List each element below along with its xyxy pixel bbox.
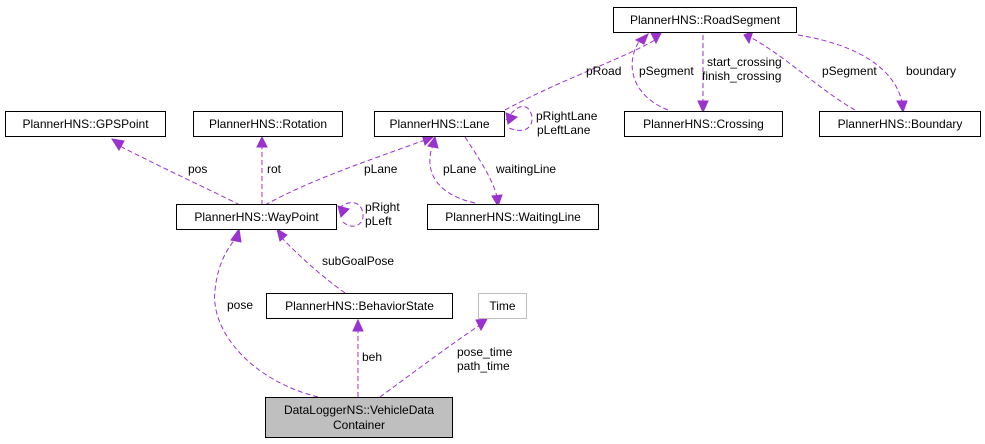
edge-arrowhead [491,194,503,208]
edge-line [505,106,533,131]
edge-label-waiting-line: waitingLine [495,162,556,176]
edge-roadsegment-boundary [797,34,908,114]
edge-label-proad: pRoad [586,64,621,78]
edge-arrowhead [276,227,288,242]
node-waypoint[interactable]: PlannerHNS::WayPoint [176,204,337,230]
edge-line [117,144,241,206]
edge-arrowhead [110,138,125,151]
edge-label-start-crossing: start_crossing [707,55,782,69]
edge-crossing-roadsegment [631,32,669,111]
node-label: PlannerHNS::Lane [389,117,489,131]
edge-label-plane-waypoint: pLane [364,162,398,176]
edge-label-pright: pRight [365,200,400,214]
node-label: PlannerHNS::WayPoint [194,210,319,224]
edge-waypoint-gpspoint [110,138,241,206]
edge-label-psegment-crossing: pSegment [639,64,694,78]
node-label: PlannerHNS::GPSPoint [22,117,149,131]
edge-arrowhead [505,112,519,125]
edge-label-plane-waiting: pLane [443,162,477,176]
edge-arrowhead [230,227,242,243]
node-crossing[interactable]: PlannerHNS::Crossing [624,111,783,137]
edge-label-pose-time: pose_time [457,345,513,359]
edge-label-sub-goal-pose: subGoalPose [322,254,394,268]
edge-line [631,39,669,111]
node-behaviorstate[interactable]: PlannerHNS::BehaviorState [266,293,453,319]
node-label: PlannerHNS::Crossing [643,117,764,131]
edge-behaviorstate-waypoint [276,227,346,294]
node-label: Time [489,299,516,313]
edge-waypoint-lane [264,133,436,206]
node-label: PlannerHNS::Rotation [209,117,327,131]
node-rotation[interactable]: PlannerHNS::Rotation [193,111,343,137]
edge-line [797,34,903,103]
edge-arrowhead [256,135,268,148]
node-roadsegment[interactable]: PlannerHNS::RoadSegment [613,7,797,33]
edge-line [264,139,426,206]
edge-label-finish-crossing: finish_crossing [702,69,781,83]
edge-arrowhead [337,205,350,218]
edge-arrowhead [697,100,709,114]
edge-arrowhead [427,135,439,149]
node-label-line2: Container [333,418,385,432]
edge-line [379,324,481,398]
node-label: PlannerHNS::BehaviorState [285,299,434,313]
edge-vehicledata-behaviorstate [352,318,364,397]
node-lane[interactable]: PlannerHNS::Lane [374,111,505,137]
edge-label-rot: rot [267,162,282,176]
node-waitingline[interactable]: PlannerHNS::WaitingLine [427,204,599,230]
edge-roadsegment-crossing [697,35,709,114]
edge-label-psegment-boundary: pSegment [822,64,877,78]
edge-label-boundary: boundary [906,64,956,78]
edge-vehicledata-waypoint [214,227,319,398]
node-time[interactable]: Time [478,293,527,319]
edge-label-pright-lane: pRightLane [536,109,598,123]
edge-arrowhead [475,318,488,332]
edge-line [429,144,476,204]
node-gpspoint[interactable]: PlannerHNS::GPSPoint [5,111,166,137]
edge-line [281,237,346,294]
node-label-line1: DataLoggerNS::VehicleData [284,403,434,417]
edge-label-pose: pose [227,298,253,312]
edge-line [504,39,656,111]
edge-arrowhead [634,32,649,45]
edge-arrowhead [896,100,908,114]
edge-label-pleft-lane: pLeftLane [537,123,591,137]
edge-arrowhead [352,318,364,332]
edge-label-pleft: pLeft [365,214,392,228]
edge-label-beh: beh [362,350,382,364]
edge-waitingline-lane [427,135,476,204]
edge-waypoint-self [337,202,364,227]
edge-waypoint-rotation [256,135,268,205]
node-boundary[interactable]: PlannerHNS::Boundary [819,111,981,137]
node-vehicledatacontainer[interactable]: DataLoggerNS::VehicleData Container [265,397,453,438]
edge-lane-waitingline [464,136,503,208]
edge-lane-self [505,106,533,131]
edge-vehicledata-time [379,318,488,398]
node-label: PlannerHNS::WaitingLine [445,210,581,224]
node-label: PlannerHNS::Boundary [838,117,963,131]
edge-label-path-time: path_time [457,359,510,373]
edge-line [338,202,364,227]
edge-label-pos: pos [188,162,207,176]
node-label: PlannerHNS::RoadSegment [630,13,781,27]
